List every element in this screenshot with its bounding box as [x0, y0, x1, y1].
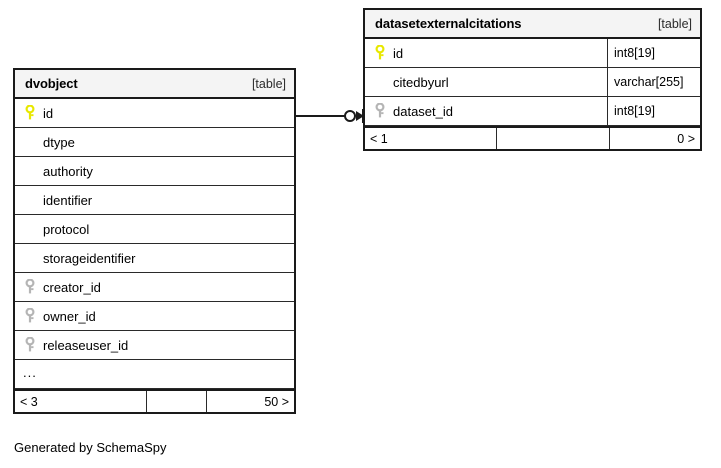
- table-datasetexternalcitations-tag: [table]: [657, 16, 692, 31]
- table-dvobject-name: dvobject: [25, 76, 78, 91]
- table-row[interactable]: id: [15, 99, 294, 128]
- footer-middle-cell: [146, 391, 207, 412]
- column-name-cell: owner_id: [15, 302, 294, 330]
- outgoing-relations-count[interactable]: 50 >: [264, 394, 289, 409]
- column-label: creator_id: [43, 279, 101, 295]
- relationship-connector-dvobject-to-datasetexternalcitations[interactable]: [290, 100, 370, 134]
- table-dvobject-header: dvobject [table]: [15, 70, 294, 99]
- incoming-relations-count[interactable]: < 1: [370, 131, 388, 146]
- table-row[interactable]: dtype: [15, 128, 294, 157]
- column-type: int8[19]: [607, 97, 700, 125]
- column-label: storageidentifier: [43, 250, 136, 266]
- column-label: citedbyurl: [393, 74, 449, 90]
- column-name-cell: dtype: [15, 128, 294, 156]
- foreign-key-icon: [25, 279, 35, 294]
- table-row[interactable]: storageidentifier: [15, 244, 294, 273]
- column-name-cell: releaseuser_id: [15, 331, 294, 359]
- table-row[interactable]: protocol: [15, 215, 294, 244]
- foreign-key-icon: [25, 337, 35, 352]
- table-row[interactable]: dataset_id int8[19]: [365, 97, 700, 126]
- table-row[interactable]: owner_id: [15, 302, 294, 331]
- column-label: owner_id: [43, 308, 96, 324]
- column-name-cell: creator_id: [15, 273, 294, 301]
- table-datasetexternalcitations[interactable]: datasetexternalcitations [table] id int8…: [363, 8, 702, 151]
- column-label: dtype: [43, 134, 75, 150]
- column-name-cell: citedbyurl: [365, 68, 607, 96]
- column-label: protocol: [43, 221, 90, 237]
- column-name-cell: identifier: [15, 186, 294, 214]
- table-dvobject-footer: < 3 50 >: [15, 389, 294, 412]
- column-label: id: [43, 105, 54, 121]
- column-label: authority: [43, 163, 93, 179]
- outgoing-relations-count[interactable]: 0 >: [677, 131, 695, 146]
- table-row-truncated: ...: [15, 360, 294, 389]
- column-name-cell: protocol: [15, 215, 294, 243]
- column-name-cell: storageidentifier: [15, 244, 294, 272]
- column-label: dataset_id: [393, 103, 453, 119]
- incoming-relations-count[interactable]: < 3: [20, 394, 38, 409]
- table-datasetexternalcitations-name: datasetexternalcitations: [375, 16, 522, 31]
- table-row[interactable]: identifier: [15, 186, 294, 215]
- foreign-key-icon: [25, 308, 35, 323]
- column-type: int8[19]: [607, 39, 700, 67]
- table-row[interactable]: citedbyurl varchar[255]: [365, 68, 700, 97]
- foreign-key-icon: [375, 103, 385, 118]
- table-row[interactable]: creator_id: [15, 273, 294, 302]
- primary-key-icon: [25, 105, 35, 120]
- footer-middle-cell: [496, 128, 610, 149]
- column-name-cell: id: [365, 39, 607, 67]
- column-name-cell: ...: [15, 360, 294, 388]
- table-row[interactable]: releaseuser_id: [15, 331, 294, 360]
- column-label: identifier: [43, 192, 93, 208]
- cardinality-many-marker: [356, 111, 364, 121]
- column-name-cell: id: [15, 99, 294, 127]
- table-dvobject[interactable]: dvobject [table] id dtype: [13, 68, 296, 414]
- column-name-cell: authority: [15, 157, 294, 185]
- column-label: id: [393, 45, 404, 61]
- cardinality-zero-marker: [344, 110, 356, 122]
- table-dvobject-tag: [table]: [251, 76, 286, 91]
- table-row[interactable]: authority: [15, 157, 294, 186]
- column-type: varchar[255]: [607, 68, 700, 96]
- column-name-cell: dataset_id: [365, 97, 607, 125]
- table-datasetexternalcitations-footer: < 1 0 >: [365, 126, 700, 149]
- generated-by-caption: Generated by SchemaSpy: [14, 440, 167, 455]
- table-datasetexternalcitations-header: datasetexternalcitations [table]: [365, 10, 700, 39]
- primary-key-icon: [375, 45, 385, 60]
- table-row[interactable]: id int8[19]: [365, 39, 700, 68]
- truncation-indicator: ...: [23, 364, 37, 380]
- column-label: releaseuser_id: [43, 337, 129, 353]
